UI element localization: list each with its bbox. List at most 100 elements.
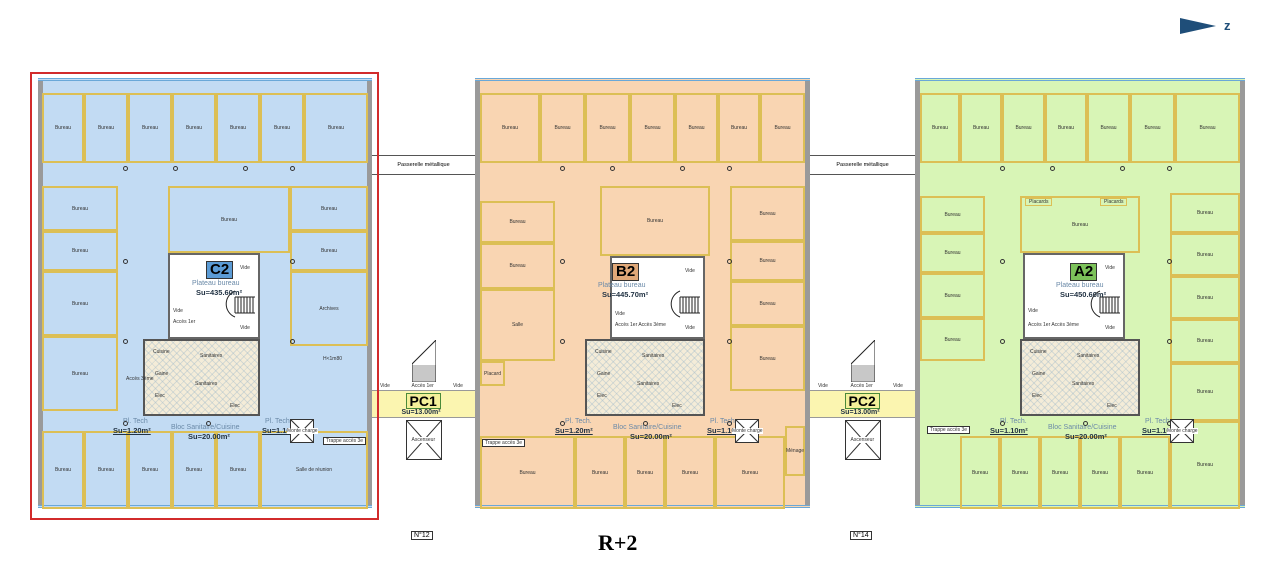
walkway-tag: PC2 [844,393,880,409]
room[interactable]: Bureau [480,201,555,243]
room[interactable]: Bureau [42,271,118,336]
room[interactable]: Bureau [1170,276,1240,319]
room-label: Bureau [185,467,203,473]
room[interactable]: Bureau [920,196,985,233]
room[interactable]: Bureau [480,93,540,163]
tech-right-area: Su=1.10m² [707,426,745,435]
room[interactable]: Bureau [540,93,585,163]
room[interactable]: Bureau [42,336,118,411]
room[interactable]: Bureau [84,93,128,163]
selection-rectangle[interactable] [30,72,379,520]
room-label: Bureau [141,125,159,131]
room[interactable]: Bureau [1020,196,1140,253]
room[interactable]: Bureau [575,436,625,509]
room[interactable]: Bureau [1040,436,1080,509]
room[interactable]: Bureau [216,431,260,509]
room[interactable]: Bureau [84,431,128,509]
room[interactable]: Bureau [1175,93,1240,163]
room[interactable]: Bureau [718,93,760,163]
room[interactable]: Bureau [216,93,260,163]
room[interactable]: Bureau [290,231,368,271]
room[interactable]: Bureau [1087,93,1130,163]
room-label-small: Gaine [155,371,169,377]
room[interactable]: Ménage [785,426,805,476]
room[interactable]: Bureau [1002,93,1045,163]
room[interactable]: Bureau [480,436,575,509]
room[interactable]: Placard [480,361,505,386]
room[interactable]: Bureau [585,93,630,163]
room[interactable]: Bureau [1130,93,1175,163]
room[interactable]: Bureau [730,326,805,391]
room[interactable]: Bureau [665,436,715,509]
room[interactable]: Bureau [260,93,304,163]
room[interactable]: Bureau [1080,436,1120,509]
room[interactable]: Salle [480,289,555,361]
room[interactable]: Bureau [172,431,216,509]
room[interactable]: Bureau [1170,421,1240,509]
room[interactable]: Bureau [920,93,960,163]
column [610,166,615,171]
room[interactable]: Bureau [480,243,555,289]
room[interactable]: Bureau [920,318,985,361]
room[interactable]: Bureau [290,186,368,231]
room[interactable]: Bureau [42,431,84,509]
room[interactable]: Bureau [920,273,985,318]
bloc-area: Su=20.00m² [630,432,672,441]
column [123,259,128,264]
room[interactable]: Bureau [730,281,805,326]
room[interactable]: Archives [290,271,368,346]
room-label-small: Cuisine [595,349,612,355]
room[interactable]: Bureau [42,186,118,231]
room[interactable]: Bureau [730,186,805,241]
room-label: Bureau [71,248,89,254]
room[interactable]: Bureau [960,93,1002,163]
room-label: Bureau [1196,251,1214,258]
room[interactable]: Bureau [304,93,368,163]
room[interactable]: Bureau [1170,193,1240,233]
room[interactable]: Bureau [1000,436,1040,509]
column [123,166,128,171]
room[interactable]: Bureau [675,93,718,163]
room[interactable]: Bureau [730,241,805,281]
room[interactable]: Bureau [128,431,172,509]
room[interactable]: Bureau [1120,436,1170,509]
room[interactable]: Bureau [172,93,216,163]
room-label: Bureau [591,469,609,476]
room[interactable]: Bureau [1170,363,1240,421]
room-label-small: Elec [597,393,607,399]
column [560,339,565,344]
column [1167,166,1172,171]
room[interactable]: Bureau [960,436,1000,509]
elevator-label: Ascenseur [411,437,436,443]
room[interactable]: Bureau [128,93,172,163]
room-label: Bureau [71,370,89,377]
room-label-small: Sanitaires [642,353,665,359]
building-tag: A2 [1070,263,1098,281]
room[interactable]: Bureau [42,93,84,163]
room[interactable]: Bureau [625,436,665,509]
room[interactable]: Bureau [920,233,985,273]
column [290,339,295,344]
room-label: Bureau [759,355,776,362]
room[interactable]: Bureau [760,93,805,163]
bloc-label: Bloc Sanitaire/Cuisine [613,424,682,431]
plateau-label: Plateau bureau [598,282,646,289]
room[interactable]: Bureau [1170,233,1240,276]
room[interactable]: Bureau [600,186,710,256]
void-label: Vide [818,383,828,389]
room[interactable]: Bureau [1170,319,1240,363]
room[interactable]: Bureau [1045,93,1087,163]
room[interactable]: Bureau [630,93,675,163]
room-label: Bureau [519,469,536,476]
room[interactable]: Bureau [715,436,785,509]
room[interactable]: Bureau [168,186,290,253]
room[interactable]: Bureau [42,231,118,271]
